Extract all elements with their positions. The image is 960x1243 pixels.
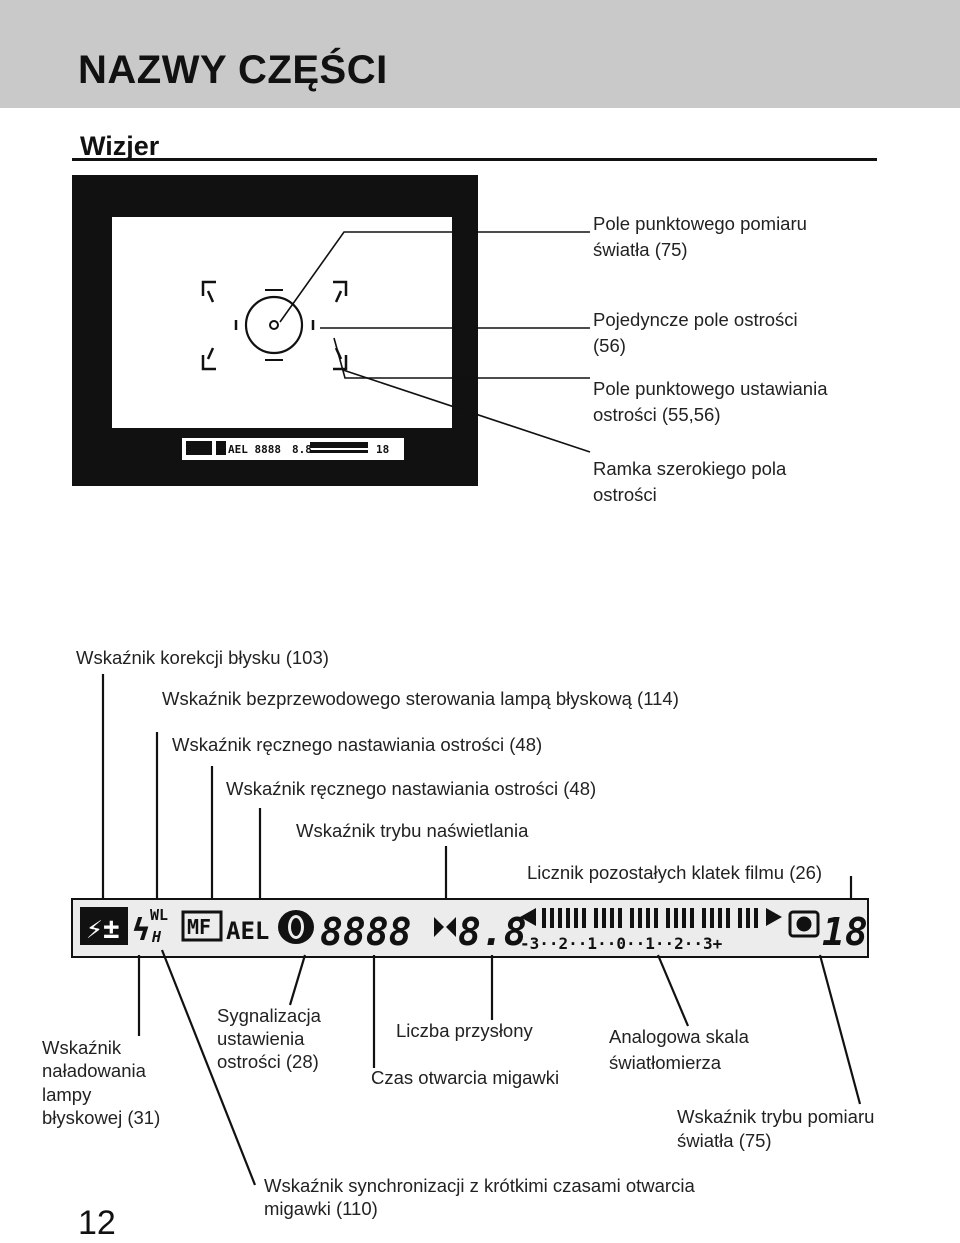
callout-analog-scale-line1: Analogowa skala xyxy=(609,1026,749,1047)
svg-text:18: 18 xyxy=(376,443,389,456)
callout-spot-metering-line1: Pole punktowego pomiaru xyxy=(593,213,807,234)
spot-metering-circle xyxy=(244,295,304,355)
callout-exposure-mode: Wskaźnik trybu naświetlania xyxy=(296,820,529,841)
callout-hss-line1: Wskaźnik synchronizacji z krótkimi czasa… xyxy=(264,1175,695,1196)
lcd-frame-counter: 18 xyxy=(822,910,868,954)
lcd-strip-bg xyxy=(71,898,869,958)
svg-text:AEL 8888: AEL 8888 xyxy=(228,443,281,456)
callout-flash-ready-line2: naładowania xyxy=(42,1060,146,1081)
lcd-h: H xyxy=(151,928,162,946)
lcd-scale-labels: -3··2··1··0··1··2··3+ xyxy=(520,934,723,953)
callout-metering-mode-line2: światła (75) xyxy=(677,1130,772,1151)
callout-single-focus-line1: Pojedyncze pole ostrości xyxy=(593,309,798,330)
callout-aperture: Liczba przysłony xyxy=(396,1020,533,1041)
callout-wireless-flash: Wskaźnik bezprzewodowego sterowania lamp… xyxy=(162,688,679,709)
callout-spot-focus-line2: ostrości (55,56) xyxy=(593,404,721,425)
lcd-wl: WL xyxy=(150,906,168,924)
lcd-mode-arrows xyxy=(434,917,456,937)
lcd-flash-comp: ⚡± xyxy=(80,907,128,945)
callout-wide-focus-line2: ostrości xyxy=(593,484,657,505)
lcd-mf-box xyxy=(181,910,223,942)
callout-flash-compensation: Wskaźnik korekcji błysku (103) xyxy=(76,647,329,668)
callout-spot-focus-line1: Pole punktowego ustawiania xyxy=(593,378,828,399)
section-divider xyxy=(72,158,877,161)
callout-frame-counter: Licznik pozostałych klatek filmu (26) xyxy=(527,862,823,883)
callout-flash-ready-line1: Wskaźnik xyxy=(42,1037,122,1058)
lcd-analog-scale xyxy=(520,908,782,928)
callout-metering-mode-line1: Wskaźnik trybu pomiaru xyxy=(677,1106,875,1127)
callout-focus-signal-line2: ustawienia xyxy=(217,1028,305,1049)
callout-flash-ready-line4: błyskowej (31) xyxy=(42,1107,161,1128)
page-number: 12 xyxy=(78,1204,116,1242)
viewfinder-screen xyxy=(112,217,452,428)
callout-manual-focus-2: Wskaźnik ręcznego nastawiania ostrości (… xyxy=(226,778,597,799)
lcd-shutter-digits: 8888 xyxy=(320,910,412,954)
svg-text:⚡±: ⚡± xyxy=(86,912,120,945)
lcd-mf: MF xyxy=(187,915,211,939)
svg-text:8.8: 8.8 xyxy=(292,443,312,456)
wide-focus-frame xyxy=(201,280,348,371)
lcd-aperture-digits: 8.8 xyxy=(458,910,527,954)
callout-hss-line2: migawki (110) xyxy=(264,1198,378,1219)
callout-flash-ready-line3: lampy xyxy=(42,1084,92,1105)
section-title: Wizjer xyxy=(80,131,160,161)
callout-shutter-speed: Czas otwarcia migawki xyxy=(371,1067,560,1088)
header-band xyxy=(0,0,960,108)
lcd-bolt-icon: ϟ xyxy=(132,913,150,948)
callout-focus-signal-line3: ostrości (28) xyxy=(217,1051,319,1072)
mini-lcd-marks: AEL 8888 8.8 18 xyxy=(186,441,389,456)
callout-manual-focus-1: Wskaźnik ręcznego nastawiania ostrości (… xyxy=(172,734,543,755)
callout-focus-signal-line1: Sygnalizacja xyxy=(217,1005,321,1026)
page-title: NAZWY CZĘŚCI xyxy=(78,48,388,92)
lcd-metering-icon xyxy=(788,910,820,938)
spot-focus-point xyxy=(269,320,279,330)
callout-single-focus-line2: (56) xyxy=(593,335,626,356)
lcd-focus-signal xyxy=(278,910,314,944)
callout-spot-metering-line2: światła (75) xyxy=(593,239,688,260)
callout-wide-focus-line1: Ramka szerokiego pola xyxy=(593,458,787,479)
lcd-ael: AEL xyxy=(226,917,269,945)
callout-analog-scale-line2: światłomierza xyxy=(609,1052,722,1073)
